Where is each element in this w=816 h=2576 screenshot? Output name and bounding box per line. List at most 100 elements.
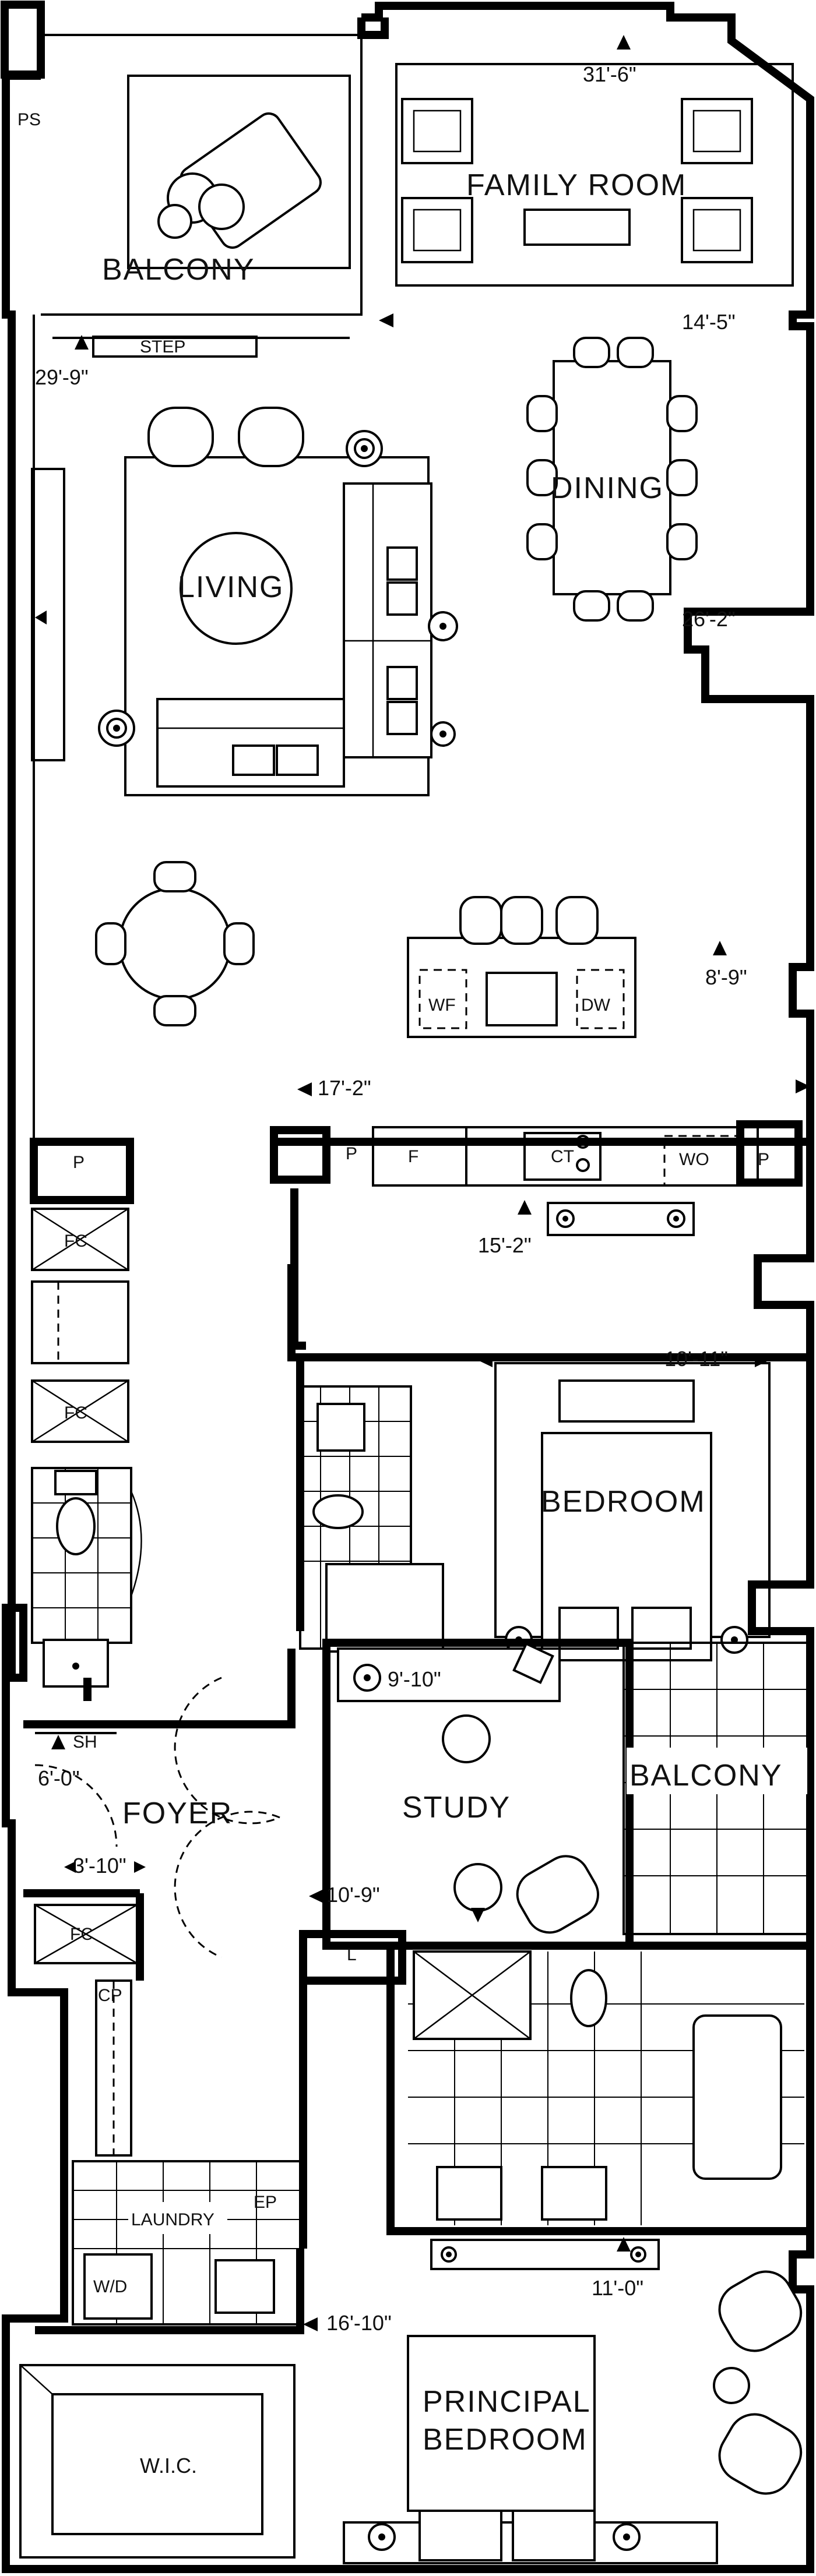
- balcony-mid: BALCONY: [622, 1642, 811, 1935]
- living-area: LIVING: [31, 407, 458, 796]
- fridge: [372, 1126, 467, 1187]
- study-label: STUDY: [402, 1791, 511, 1825]
- lounge-chair: [516, 1855, 599, 1934]
- toilet-icon: [56, 1497, 96, 1555]
- media-unit: [547, 1202, 695, 1236]
- desk-chair: [442, 1714, 491, 1763]
- ps-label: PS: [17, 110, 41, 129]
- wf-label: WF: [428, 996, 456, 1015]
- lounge-chair: [718, 2270, 803, 2352]
- balcony-width-dim: 29'-9": [35, 365, 89, 389]
- principal-bedroom-label-2: BEDROOM: [423, 2423, 588, 2457]
- kitchen-island: WF DW 8'-9": [407, 896, 747, 1038]
- toilet-icon: [570, 1969, 607, 2027]
- dim-arrow-icon: [471, 1908, 485, 1922]
- sink-icon: [214, 2259, 275, 2314]
- principal-bedroom: 11'-0" 16'-10" PRINCIPAL BEDROOM: [35, 2237, 803, 2564]
- dim-arrow-icon: [309, 1889, 323, 1903]
- step-label: STEP: [140, 337, 185, 357]
- fridge-label: F: [408, 1147, 418, 1166]
- cooktop: [523, 1132, 602, 1181]
- kitchen-depth-dim: 8'-9": [705, 965, 747, 989]
- interior-walls: [23, 1188, 307, 2249]
- step: [92, 336, 258, 358]
- principal-bedroom-label-1: PRINCIPAL: [423, 2385, 591, 2419]
- sh-label: SH: [73, 1732, 97, 1752]
- kitchen-width-dim: 15'-2": [478, 1233, 532, 1257]
- foyer-width-dim: 6'-0": [38, 1766, 80, 1790]
- sink-icon: [541, 2166, 607, 2221]
- sink-icon: [436, 2166, 502, 2221]
- dim-arrow-icon: [617, 35, 631, 50]
- laundry-label: LAUNDRY: [131, 2210, 214, 2229]
- linen-label: L: [347, 1945, 357, 1964]
- dining-chairs: [526, 337, 698, 622]
- wall-oven: [663, 1135, 741, 1187]
- dim-arrow-icon: [51, 1735, 65, 1749]
- lamp-icon: [368, 2523, 641, 2551]
- cp-label: CP: [98, 1986, 122, 2005]
- wine-fridge: [418, 969, 467, 1029]
- wic-label: W.I.C.: [140, 2454, 197, 2478]
- toilet-icon: [312, 1494, 364, 1529]
- coffee-table: [180, 532, 293, 645]
- balcony-mid-label: BALCONY: [629, 1759, 783, 1792]
- bedroom-width-dim: 10'-11": [664, 1347, 728, 1371]
- family-room-label: FAMILY ROOM: [466, 168, 687, 202]
- left-service-column: P FC FC: [30, 1138, 142, 1688]
- dim-arrow-icon: [134, 1861, 146, 1873]
- bathtub: [692, 2014, 782, 2180]
- dim-arrow-icon: [303, 2317, 318, 2331]
- round-dining-table: [95, 861, 255, 1026]
- wall-oven-label: WO: [679, 1150, 709, 1169]
- dim-arrow-icon: [35, 611, 47, 624]
- family-room-depth-dim: 14'-5": [682, 310, 736, 334]
- side-table: [453, 1863, 502, 1912]
- foyer: SH 6'-0" FOYER 3'-10" FC CP: [34, 1677, 280, 2157]
- side-table: [713, 2367, 750, 2404]
- washer-dryer: [83, 2253, 153, 2320]
- armchairs: [401, 98, 753, 263]
- p-right-label: P: [758, 1150, 769, 1169]
- ensuite-bath: [299, 1385, 444, 1653]
- sink-icon: [486, 972, 558, 1026]
- bench: [558, 1379, 695, 1423]
- p-left-label: P: [346, 1144, 357, 1163]
- balcony-top: PS BALCONY STEP 29'-9": [17, 75, 351, 389]
- principal-depth-dim: 16'-10": [326, 2311, 392, 2335]
- balcony-top-label: BALCONY: [102, 253, 255, 287]
- fc-closet-1: [31, 1208, 129, 1271]
- dim-arrow-icon: [478, 1353, 493, 1367]
- dim-arrow-icon: [755, 1353, 769, 1367]
- cushions: [232, 546, 418, 776]
- lamp-icon: [98, 430, 458, 747]
- bathtub: [325, 1563, 444, 1653]
- wd-label: W/D: [93, 2277, 127, 2296]
- dw-label: DW: [581, 996, 611, 1015]
- living-label: LIVING: [178, 570, 284, 604]
- fc-label-2: FC: [64, 1403, 87, 1423]
- sink-icon: [316, 1403, 365, 1452]
- study-width-dim: 9'-10": [388, 1667, 441, 1691]
- dim-arrow-icon: [518, 1200, 532, 1215]
- study: 9'-10" STUDY 10'-9": [309, 1639, 634, 1950]
- accent-chairs: [147, 407, 304, 467]
- dim-arrow-icon: [379, 313, 393, 327]
- fc-label-1: FC: [64, 1231, 87, 1251]
- fc-closet-2: [31, 1379, 129, 1443]
- foyer-label: FOYER: [122, 1797, 233, 1830]
- dim-arrow-icon: [713, 941, 727, 955]
- dim-arrow-icon: [75, 335, 89, 350]
- dining-label: DINING: [551, 471, 664, 505]
- dim-arrow-icon: [297, 1082, 312, 1096]
- rug: [395, 63, 794, 287]
- closet-width-dim: 3'-10": [73, 1854, 126, 1878]
- fc-label-3: FC: [70, 1925, 93, 1944]
- media-console: [31, 468, 65, 761]
- dishwasher: [576, 969, 625, 1029]
- p-kitchen-label: P: [73, 1153, 85, 1172]
- lamp-icon: [353, 1664, 381, 1692]
- dining-area: DINING 26'-2": [526, 337, 736, 631]
